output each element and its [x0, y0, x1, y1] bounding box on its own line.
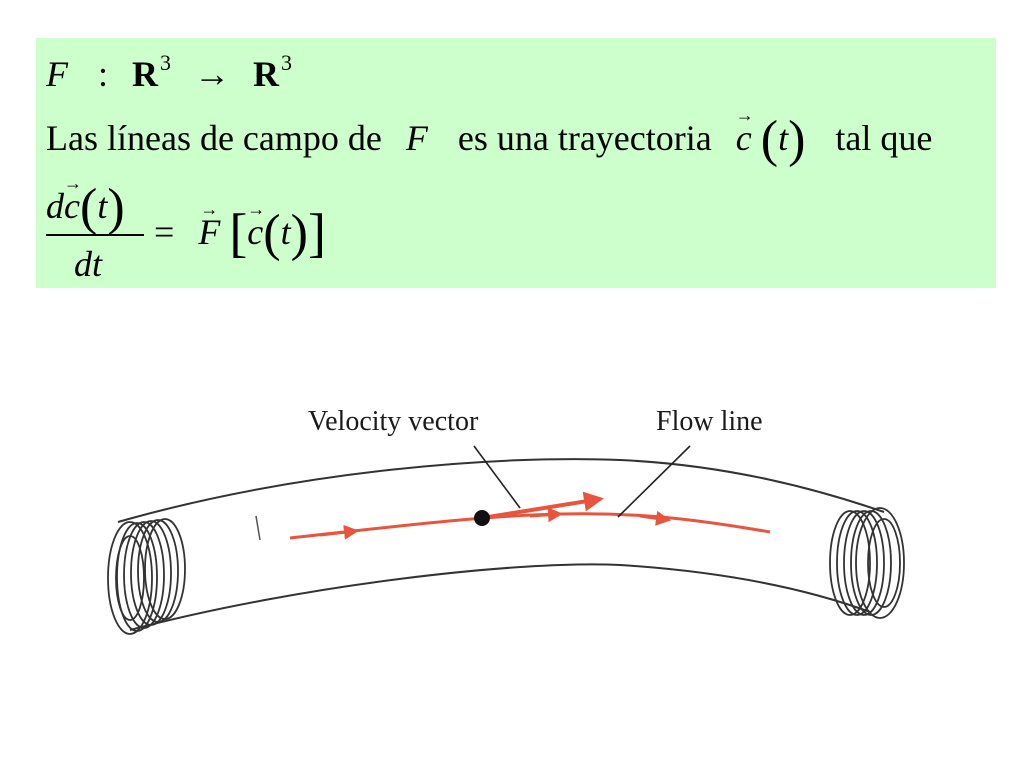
R-symbol: R	[132, 54, 159, 94]
tube-top-edge	[117, 458, 885, 523]
flow-point	[474, 510, 490, 526]
fraction-numerator: dc(t)	[46, 174, 125, 234]
flow-line-arrow-2	[529, 507, 563, 523]
colon: :	[98, 54, 109, 94]
F-symbol-inline: F	[405, 118, 428, 158]
F-symbol: F	[46, 54, 68, 94]
fraction-bar	[46, 234, 144, 236]
velocity-vector	[481, 491, 604, 520]
right-paren: )	[788, 111, 806, 168]
velocity-vector-label: Velocity vector	[308, 406, 479, 437]
flow-line-arrow-3	[639, 510, 671, 526]
R-symbol-target: R	[253, 54, 280, 94]
c-vector-rhs: c	[247, 200, 263, 250]
derivative-fraction: dc(t) dt	[46, 174, 146, 284]
left-paren: (	[263, 205, 281, 262]
tube-left-end	[107, 518, 186, 635]
c-vector-numerator: c	[64, 174, 80, 224]
formula-box: F : R3 → R3 Las líneas de campo de F es …	[36, 38, 996, 288]
velocity-leader-line	[473, 445, 521, 509]
left-paren: (	[760, 111, 779, 168]
right-paren: )	[107, 179, 125, 236]
t-symbol-numerator: t	[97, 186, 108, 226]
exponent-target: 3	[281, 50, 293, 75]
left-bracket: [	[229, 203, 248, 263]
d-symbol: d	[46, 186, 64, 226]
tube-right-end	[829, 507, 905, 619]
flow-line-arrow-1	[319, 524, 359, 540]
fraction-denominator: dt	[74, 244, 103, 284]
equation-right-side: = F [c(t)]	[154, 200, 326, 260]
mapping-formula: F : R3 → R3	[46, 50, 293, 94]
right-paren: )	[290, 205, 308, 262]
definition-text-after: tal que	[835, 118, 933, 158]
flow-line	[289, 512, 771, 540]
t-symbol-rhs: t	[280, 212, 291, 252]
F-vector: F	[198, 200, 220, 250]
tube-bottom-edge	[129, 563, 871, 631]
flow-line-label: Flow line	[656, 406, 763, 437]
definition-text-middle: es una trayectoria	[457, 118, 712, 158]
tube-seam	[255, 515, 261, 541]
definition-text-before: Las líneas de campo de	[46, 118, 382, 158]
exponent: 3	[160, 50, 172, 75]
definition-sentence: Las líneas de campo de F es una trayecto…	[46, 106, 933, 166]
t-symbol: t	[778, 118, 789, 158]
equals-sign: =	[154, 212, 175, 252]
left-paren: (	[79, 179, 98, 236]
right-bracket: ]	[307, 203, 326, 263]
c-vector: c	[736, 106, 752, 156]
maps-to-arrow: →	[194, 54, 231, 94]
flow-leader-line	[617, 445, 691, 518]
